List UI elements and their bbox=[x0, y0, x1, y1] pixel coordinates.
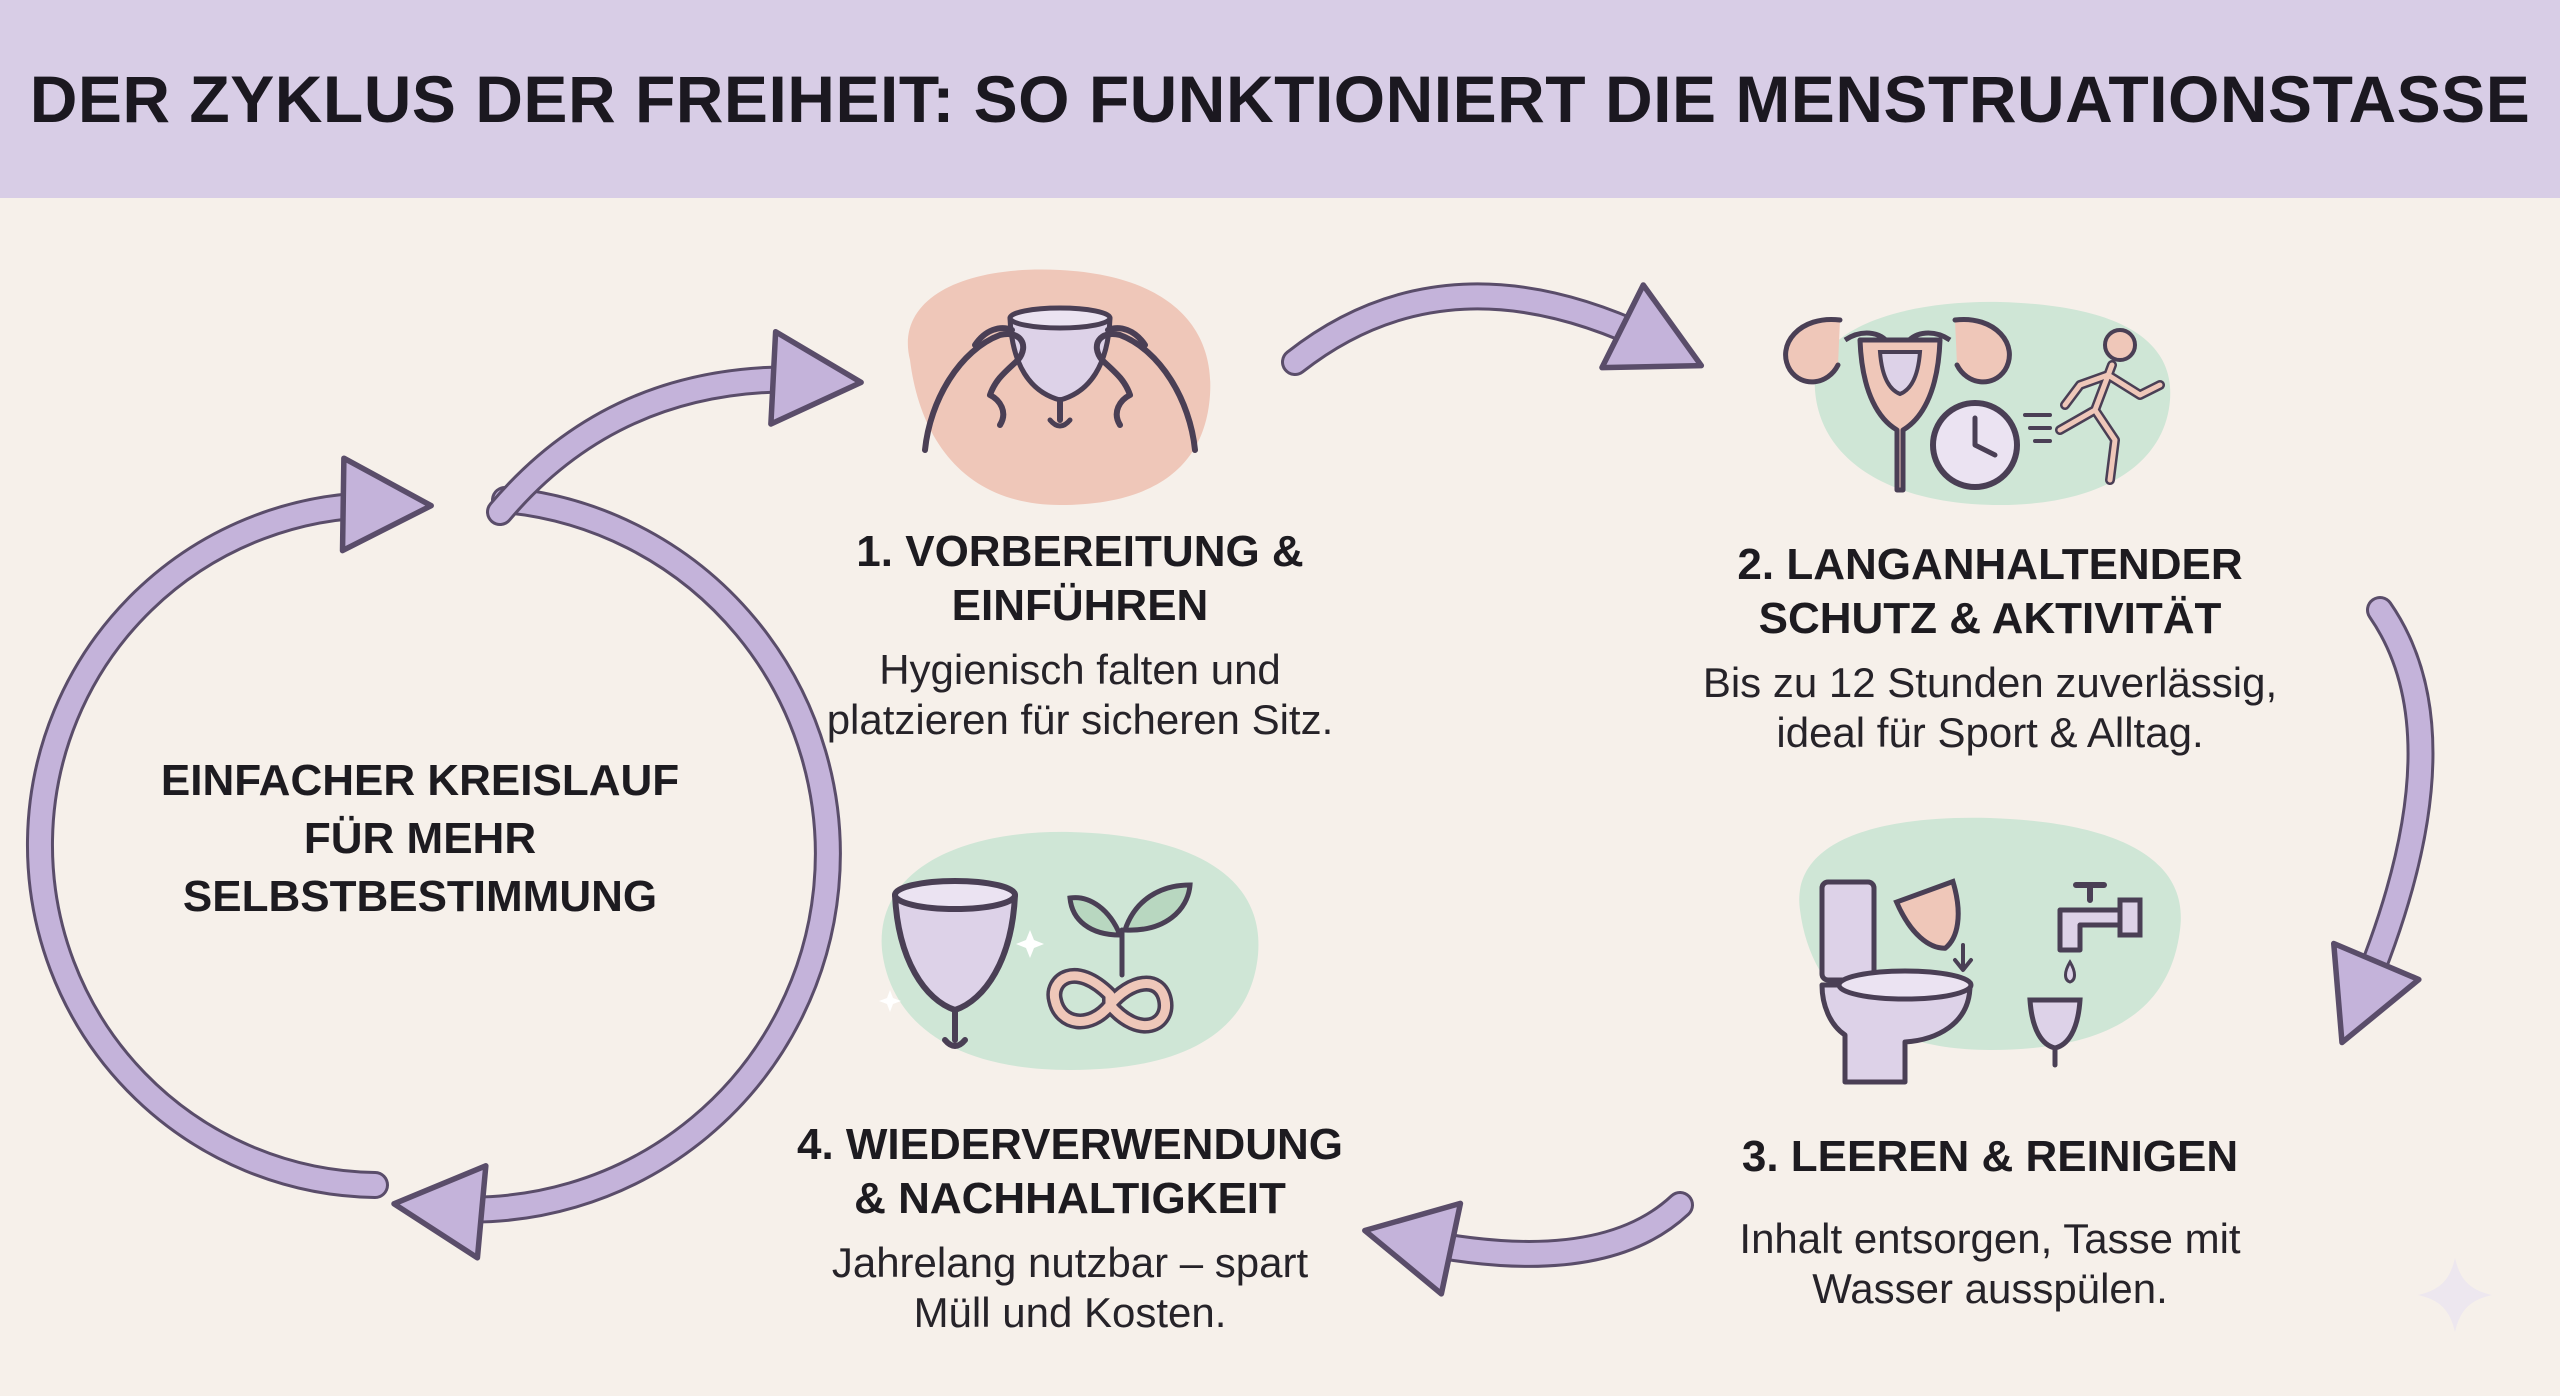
step-2-desc-line-1: Bis zu 12 Stunden zuverlässig, bbox=[1702, 659, 2278, 706]
arrow-step3-to-step4 bbox=[1362, 1191, 1694, 1297]
center-line-2: FÜR MEHR bbox=[303, 814, 537, 863]
step-2-description: Bis zu 12 Stunden zuverlässig, ideal für… bbox=[1640, 658, 2340, 758]
title-banner: DER ZYKLUS DER FREIHEIT: SO FUNKTIONIERT… bbox=[0, 0, 2560, 198]
step-4-desc-line-1: Jahrelang nutzbar – spart bbox=[831, 1239, 1309, 1286]
step-2-title: 2. LANGANHALTENDER SCHUTZ & AKTIVITÄT bbox=[1640, 538, 2340, 646]
center-line-3: SELBSTBESTIMMUNG bbox=[182, 872, 658, 921]
step-4: 4. WIEDERVERWENDUNG & NACHHALTIGKEIT Jah… bbox=[720, 1118, 1420, 1338]
cycle-arrow-down bbox=[391, 486, 842, 1261]
step-3: 3. LEEREN & REINIGEN Inhalt entsorgen, T… bbox=[1640, 1130, 2340, 1314]
arrow-to-step-1 bbox=[486, 328, 864, 526]
step-3-description: Inhalt entsorgen, Tasse mit Wasser aussp… bbox=[1640, 1214, 2340, 1314]
step-4-title-line-2: & NACHHALTIGKEIT bbox=[854, 1174, 1286, 1223]
step-4-title: 4. WIEDERVERWENDUNG & NACHHALTIGKEIT bbox=[720, 1118, 1420, 1226]
step-1-title: 1. VORBEREITUNG & EINFÜHREN bbox=[735, 525, 1425, 633]
step-1-desc-line-2: platzieren für sicheren Sitz. bbox=[826, 696, 1334, 743]
step-2-title-line-1: 2. LANGANHALTENDER bbox=[1737, 540, 2243, 589]
uterus-clock-runner-icon bbox=[1783, 301, 2171, 505]
sparkle-icon bbox=[2418, 1258, 2492, 1332]
toilet-faucet-cup-icon bbox=[1799, 817, 2181, 1085]
arrow-step2-to-step3 bbox=[2330, 596, 2435, 1046]
step-4-title-line-1: 4. WIEDERVERWENDUNG bbox=[796, 1120, 1343, 1169]
step-2-desc-line-2: ideal für Sport & Alltag. bbox=[1776, 709, 2204, 756]
step-3-title: 3. LEEREN & REINIGEN bbox=[1741, 1132, 2239, 1181]
step-4-desc-line-2: Müll und Kosten. bbox=[913, 1289, 1227, 1336]
hands-folding-cup-icon bbox=[907, 269, 1211, 505]
page-title: DER ZYKLUS DER FREIHEIT: SO FUNKTIONIERT… bbox=[29, 62, 2531, 136]
cycle-arrow-up bbox=[26, 455, 434, 1199]
cup-infinity-leaves-icon bbox=[879, 831, 1259, 1070]
arrow-step1-to-step2 bbox=[1281, 282, 1705, 376]
step-3-desc-line-2: Wasser ausspülen. bbox=[1812, 1265, 2168, 1312]
step-4-description: Jahrelang nutzbar – spart Müll und Koste… bbox=[720, 1238, 1420, 1338]
step-2-title-line-2: SCHUTZ & AKTIVITÄT bbox=[1758, 594, 2222, 643]
step-2: 2. LANGANHALTENDER SCHUTZ & AKTIVITÄT Bi… bbox=[1640, 538, 2340, 758]
center-line-1: EINFACHER KREISLAUF bbox=[160, 756, 680, 805]
step-1-desc-line-1: Hygienisch falten und bbox=[879, 646, 1281, 693]
step-1: 1. VORBEREITUNG & EINFÜHREN Hygienisch f… bbox=[735, 525, 1425, 745]
step-3-desc-line-1: Inhalt entsorgen, Tasse mit bbox=[1739, 1215, 2241, 1262]
cycle-center-label: EINFACHER KREISLAUF FÜR MEHR SELBSTBESTI… bbox=[120, 752, 720, 926]
step-1-title-line-1: 1. VORBEREITUNG & bbox=[856, 527, 1304, 576]
step-1-title-line-2: EINFÜHREN bbox=[951, 581, 1209, 630]
step-1-description: Hygienisch falten und platzieren für sic… bbox=[735, 645, 1425, 745]
